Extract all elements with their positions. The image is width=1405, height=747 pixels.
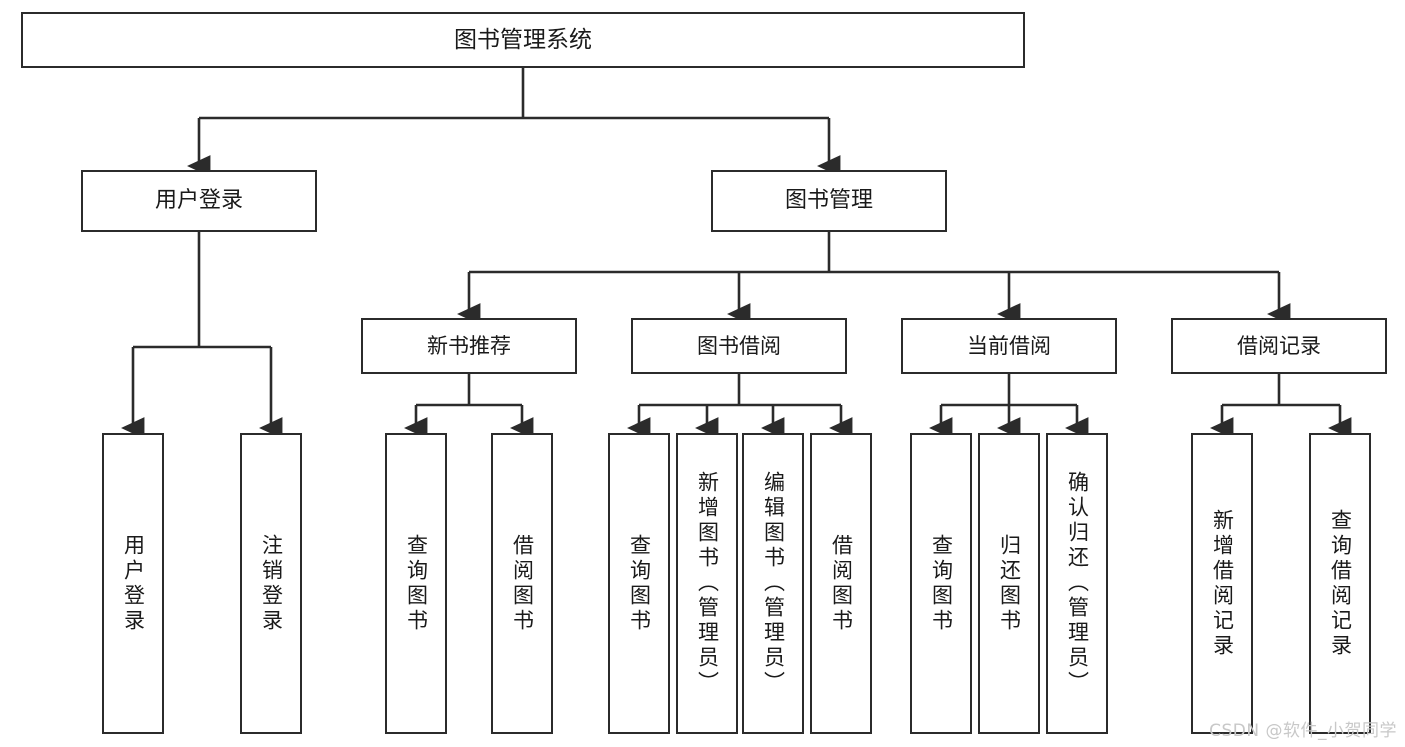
node-label: 用户登录 <box>121 533 146 634</box>
leaf-confirm-return-admin[interactable]: 确认归还（管理员） <box>1046 433 1108 734</box>
node-label: 当前借阅 <box>967 333 1051 358</box>
leaf-borrow-book[interactable]: 借阅图书 <box>810 433 872 734</box>
leaf-edit-book-admin[interactable]: 编辑图书（管理员） <box>742 433 804 734</box>
leaf-borrow-book-recommend[interactable]: 借阅图书 <box>491 433 553 734</box>
leaf-query-borrow-record[interactable]: 查询借阅记录 <box>1309 433 1371 734</box>
node-label: 归还图书 <box>997 533 1022 634</box>
node-label: 图书借阅 <box>697 333 781 358</box>
node-current-borrow[interactable]: 当前借阅 <box>901 318 1117 374</box>
node-label: 图书管理 <box>784 188 873 213</box>
node-book-borrow[interactable]: 图书借阅 <box>631 318 847 374</box>
node-label: 新增图书（管理员） <box>695 471 720 696</box>
node-label: 新书推荐 <box>427 333 511 358</box>
node-label: 查询借阅记录 <box>1328 508 1353 659</box>
node-label: 查询图书 <box>404 533 429 634</box>
node-label: 图书管理系统 <box>454 26 592 53</box>
node-borrow-record[interactable]: 借阅记录 <box>1171 318 1387 374</box>
node-label: 借阅记录 <box>1237 333 1321 358</box>
node-user-login[interactable]: 用户登录 <box>81 170 317 232</box>
leaf-logout[interactable]: 注销登录 <box>240 433 302 734</box>
leaf-query-book-current[interactable]: 查询图书 <box>910 433 972 734</box>
node-label: 确认归还（管理员） <box>1065 471 1090 696</box>
leaf-query-book-recommend[interactable]: 查询图书 <box>385 433 447 734</box>
csdn-watermark: CSDN @软件_小贺同学 <box>1209 721 1397 741</box>
node-label: 借阅图书 <box>829 533 854 634</box>
leaf-query-book-borrow[interactable]: 查询图书 <box>608 433 670 734</box>
node-label: 查询图书 <box>627 533 652 634</box>
leaf-user-login[interactable]: 用户登录 <box>102 433 164 734</box>
node-new-book-recommend[interactable]: 新书推荐 <box>361 318 577 374</box>
node-label: 用户登录 <box>154 188 243 213</box>
node-label: 借阅图书 <box>510 533 535 634</box>
node-label: 查询图书 <box>929 533 954 634</box>
node-label: 新增借阅记录 <box>1210 508 1235 659</box>
leaf-return-book[interactable]: 归还图书 <box>978 433 1040 734</box>
leaf-add-borrow-record[interactable]: 新增借阅记录 <box>1191 433 1253 734</box>
node-label: 注销登录 <box>259 533 284 634</box>
node-label: 编辑图书（管理员） <box>761 471 786 696</box>
node-book-management[interactable]: 图书管理 <box>711 170 947 232</box>
node-root-system[interactable]: 图书管理系统 <box>21 12 1025 68</box>
leaf-add-book-admin[interactable]: 新增图书（管理员） <box>676 433 738 734</box>
